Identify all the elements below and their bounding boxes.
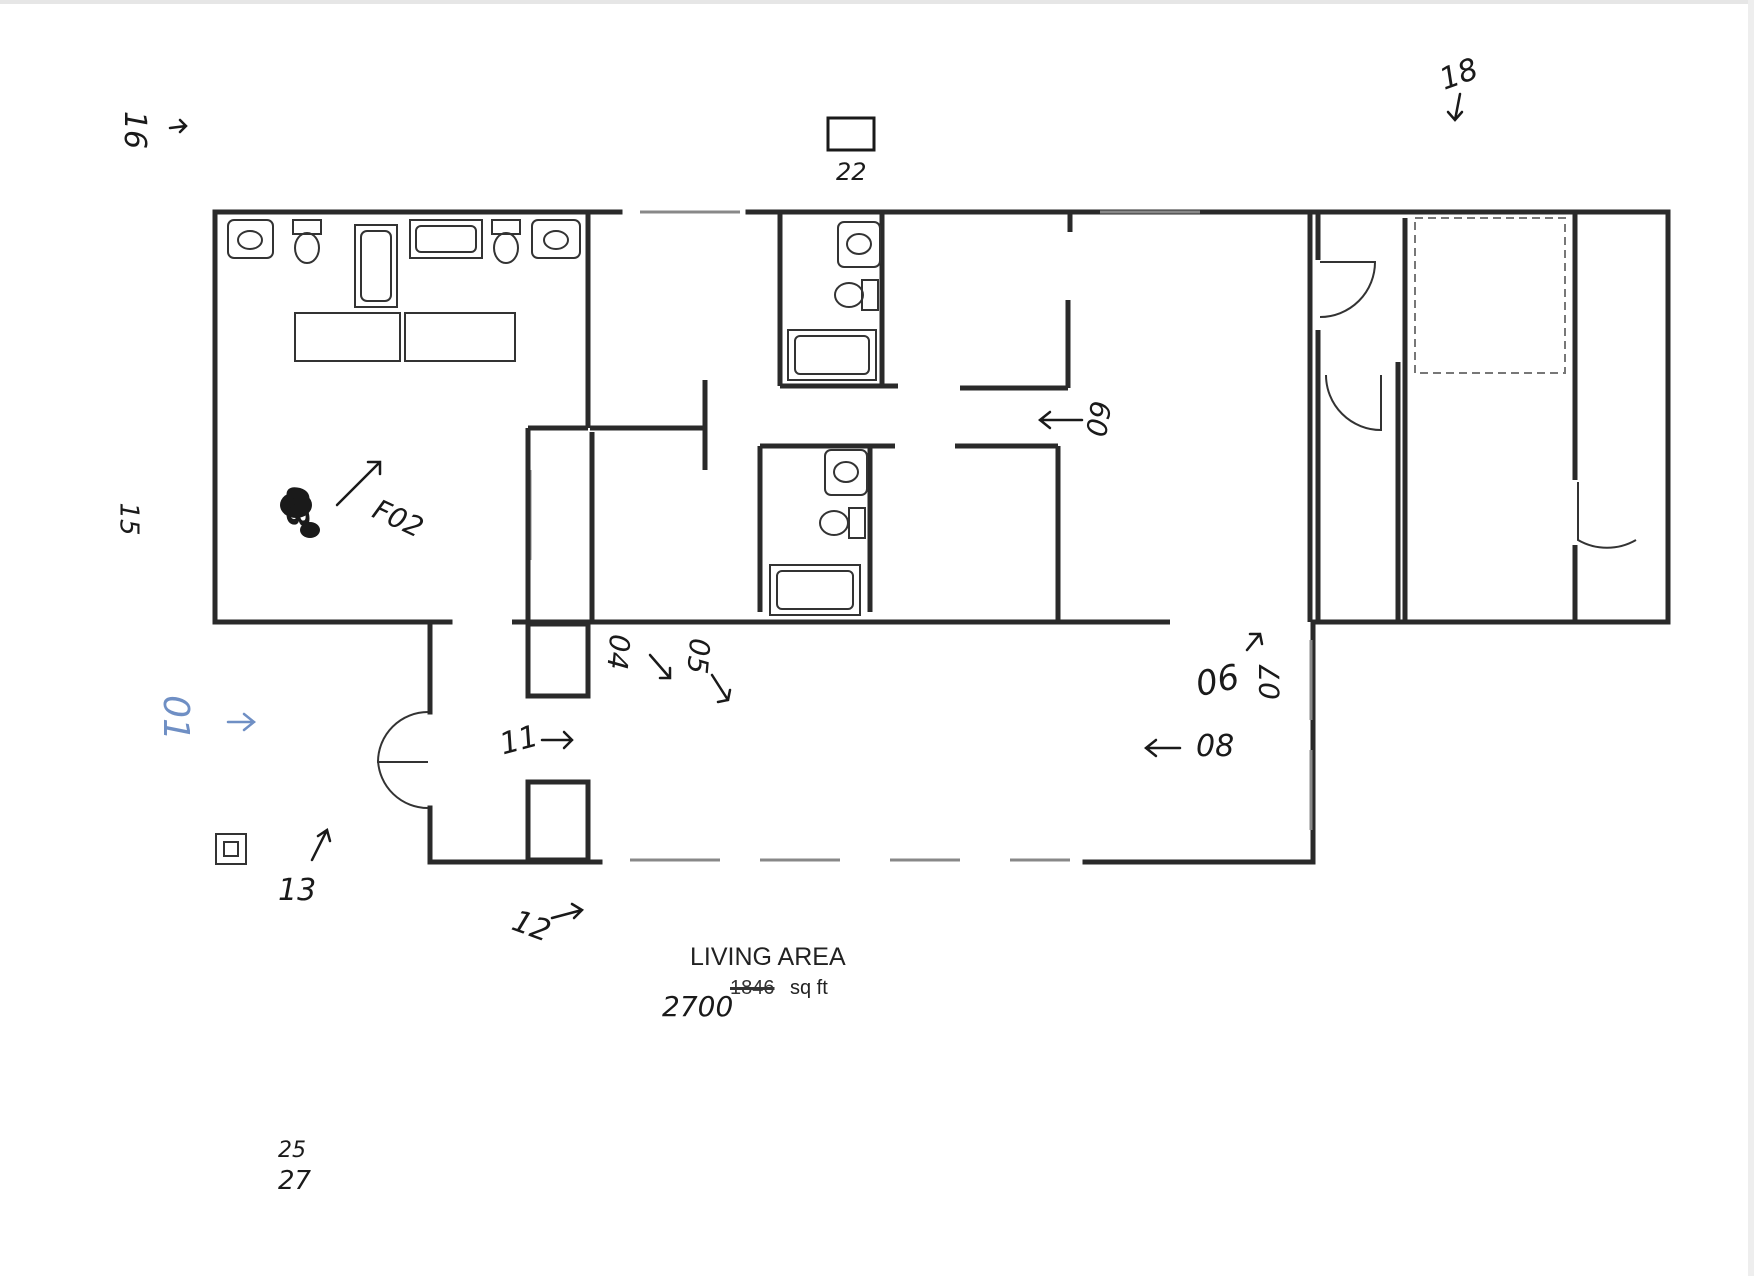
- area-title: LIVING AREA: [690, 943, 846, 971]
- photo-mark-03: 03: [278, 486, 314, 528]
- post-symbol: [215, 833, 247, 865]
- photo-mark-07: 07: [1252, 664, 1286, 700]
- photo-mark-16: 16: [117, 110, 153, 150]
- photo-mark-04: 04: [600, 632, 637, 672]
- blue-arrow: [226, 712, 257, 732]
- photo-mark-09: 09: [1079, 398, 1119, 440]
- photo-mark-25: 25: [278, 1138, 306, 1163]
- photo-mark-27: 27: [278, 1166, 312, 1196]
- photo-mark-22: 22: [836, 158, 867, 186]
- window-marks: [528, 210, 1313, 862]
- photo-mark-15: 15: [113, 502, 144, 536]
- photo-mark-08: 08: [1196, 729, 1235, 764]
- doors: [376, 261, 1637, 810]
- photo-mark-01: 01: [154, 695, 196, 741]
- ac-unit-symbol: [826, 116, 876, 152]
- attic-outline: [1414, 217, 1566, 374]
- area-handwritten-value: 2700: [662, 990, 734, 1023]
- ink-blob: [280, 492, 312, 518]
- area-struck-value: 1846: [730, 977, 775, 999]
- handwritten-arrows: [168, 92, 1464, 920]
- interior-walls: [512, 212, 1578, 863]
- area-unit: sq ft: [790, 977, 828, 999]
- photo-mark-06: 06: [1192, 656, 1243, 706]
- exterior-walls: [212, 209, 1671, 865]
- photo-mark-05: 05: [680, 636, 717, 676]
- photo-mark-13: 13: [278, 873, 317, 908]
- fixtures: [227, 219, 881, 616]
